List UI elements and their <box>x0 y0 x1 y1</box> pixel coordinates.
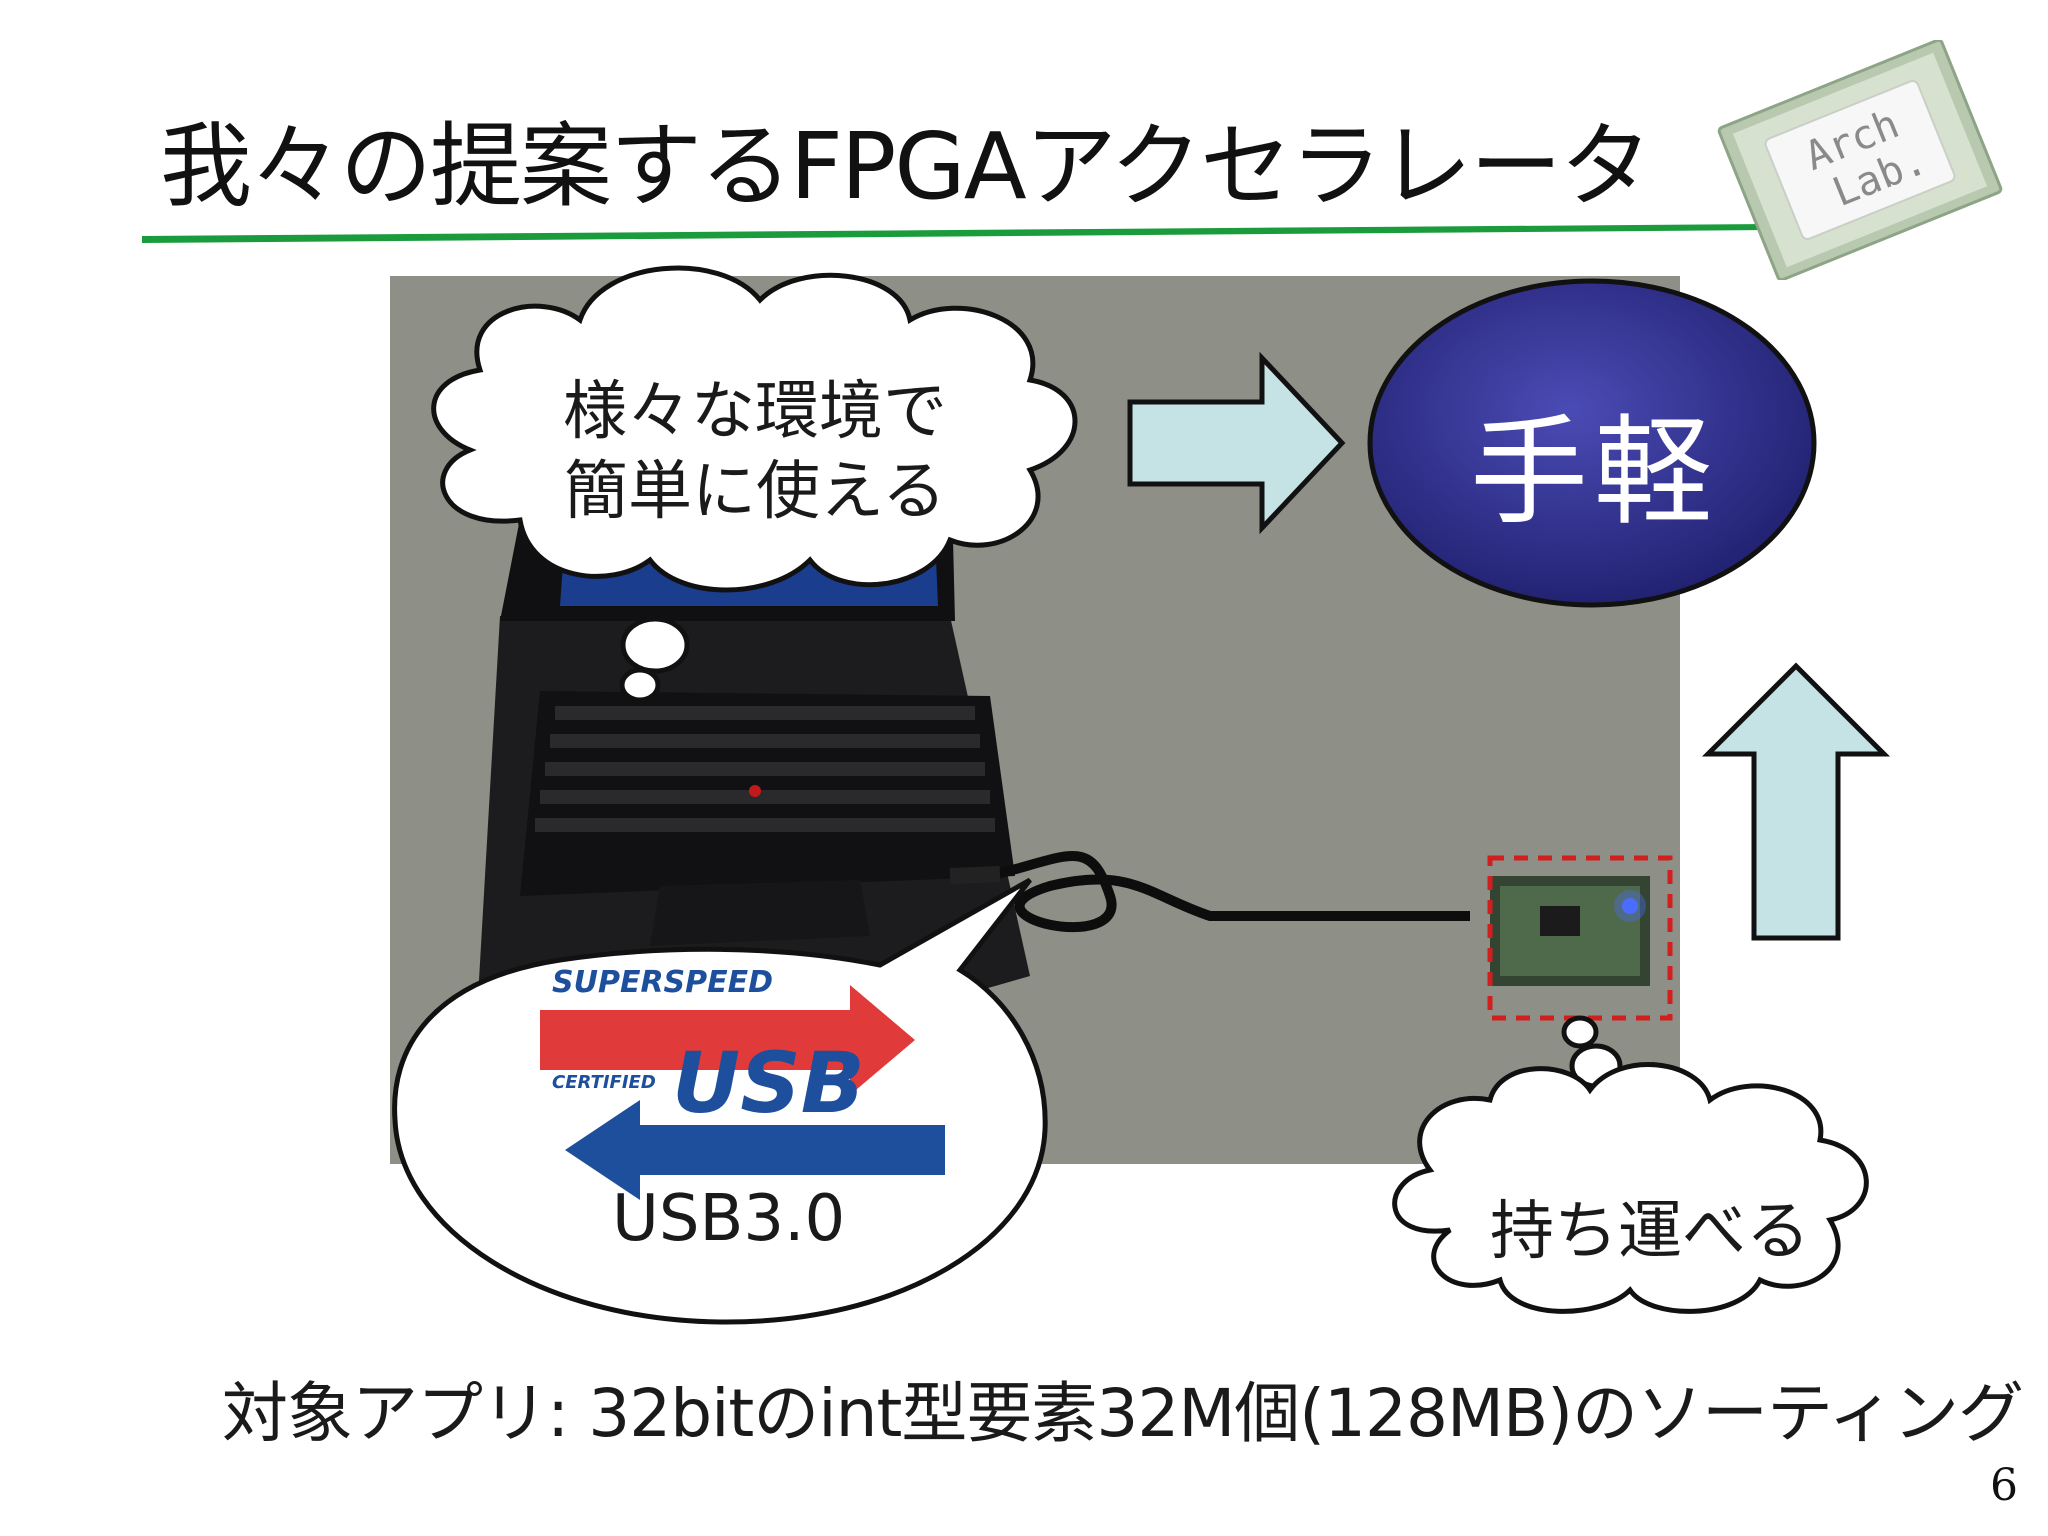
slide-title: 我々の提案するFPGAアクセラレータ <box>160 113 1652 220</box>
usb-logo-main: USB <box>672 1034 865 1132</box>
arch-lab-logo: Arch Lab. <box>1717 40 2003 280</box>
target-app-caption: 対象アプリ: 32bitのint型要素32M個(128MB)のソーティング <box>222 1375 2024 1452</box>
result-text: 手軽 <box>1470 403 1719 541</box>
fpga-highlight-box <box>1487 855 1673 1021</box>
title-rule <box>142 224 1770 243</box>
portable-text: 持ち運べる <box>1490 1195 1810 1269</box>
usb-logo: SUPERSPEED CERTIFIED USB <box>540 965 945 1200</box>
environment-line1: 様々な環境で <box>563 375 947 449</box>
usb-logo-certified: CERTIFIED <box>552 1072 656 1093</box>
usb-logo-superspeed: SUPERSPEED <box>552 965 773 1000</box>
environment-line2: 簡単に使える <box>563 455 947 529</box>
page-number: 6 <box>1990 1460 2018 1511</box>
result-oval <box>1367 278 1817 608</box>
thought-cloud-environment <box>431 265 1078 593</box>
up-arrow-icon <box>1701 662 1891 941</box>
right-arrow-icon <box>1127 351 1346 535</box>
thought-cloud-portable <box>1392 1062 1869 1314</box>
environment-text: 様々な環境で 簡単に使える <box>555 372 955 532</box>
usb-caption: USB3.0 <box>612 1182 846 1256</box>
speech-bubble-usb <box>392 877 1048 1325</box>
